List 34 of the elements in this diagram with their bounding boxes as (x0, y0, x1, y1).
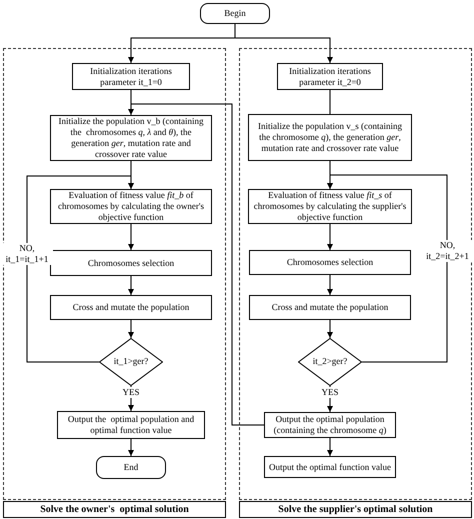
panel-title: Solve the supplier's optimal solution (239, 501, 472, 518)
dashed-panel (3, 48, 226, 518)
process-box: Initialize the population v_s (containing the chromosome q), the generation ger, mutation rate and crossover rate value (248, 114, 412, 161)
arrow (26, 176, 134, 362)
arrow (128, 320, 134, 338)
process-box: Output the optimal function value (264, 456, 396, 478)
process-box: Cross and mutate the population (50, 295, 212, 320)
dashed-panel (239, 48, 472, 518)
process-box: Evaluation of fitness value fit_s of chromosomes by calculating the supplier's objective function (248, 189, 412, 224)
arrow (234, 24, 333, 64)
panel-title: Solve the owner's optimal solution (3, 501, 226, 518)
arrow (128, 438, 134, 456)
arrow (327, 274, 333, 296)
process-box: Cross and mutate the population (249, 295, 411, 320)
arrow (128, 276, 134, 296)
decision-diamond: it_1>ger? (99, 338, 163, 386)
process-box: Initialize the population v_b (containing the chromosomes q, λ and θ), the generation ger, mutation rate and crossover rate value (50, 115, 212, 161)
decision-diamond: it_2>ger? (298, 338, 362, 386)
arrow (327, 438, 333, 456)
arrow (327, 174, 448, 362)
process-box: Initialization iterations parameter it_1=0 (72, 63, 190, 90)
arrow (327, 224, 333, 250)
terminal-box: Begin (200, 3, 270, 24)
edge-label: NO, it_1=it_1+1 (1, 243, 53, 265)
process-box: Chromosomes selection (50, 250, 212, 276)
arrow (128, 104, 264, 426)
arrow (128, 224, 134, 250)
process-box: Output the optimal population (containing the chromosome q) (264, 412, 396, 438)
terminal-box: End (96, 456, 166, 479)
arrow (327, 320, 333, 338)
process-box: Initialization iterations parameter it_2=0 (277, 63, 383, 90)
process-box: Chromosomes selection (249, 250, 411, 275)
process-box: Output the optimal population and optimal function value (57, 411, 205, 439)
process-box: Evaluation of fitness value fit_b of chromosomes by calculating the owner's objective function (50, 189, 212, 224)
